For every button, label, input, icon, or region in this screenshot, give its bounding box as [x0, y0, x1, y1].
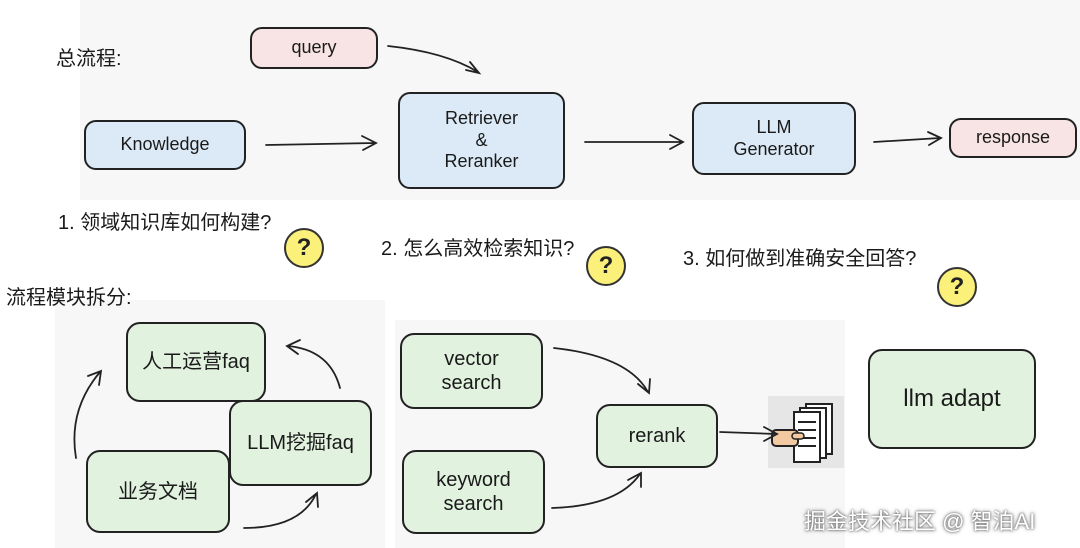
retriever-label: Retriever	[444, 108, 519, 129]
overall-flow-label: 总流程:	[56, 48, 122, 70]
watermark: 掘金技术社区 @ 智泊AI	[804, 509, 1036, 534]
rerank-label: rerank	[628, 425, 686, 447]
question-mark-icon: ?	[937, 267, 977, 307]
vector-search-label: search	[441, 372, 502, 394]
arrow-retriever-to-llm	[584, 134, 685, 150]
keyword-label: keyword	[436, 469, 511, 491]
query-node: query	[250, 27, 378, 69]
arrow-rerank-to-docs	[719, 426, 779, 442]
llm-generator-node: LLM Generator	[692, 102, 856, 175]
knowledge-node-label: Knowledge	[120, 134, 210, 155]
question-1-label: 1. 领域知识库如何构建?	[58, 212, 272, 234]
ampersand-label: &	[475, 129, 488, 150]
knowledge-node: Knowledge	[84, 120, 246, 170]
response-node: response	[949, 118, 1077, 158]
generator-label: Generator	[733, 138, 815, 159]
arrow-docs-to-llm-faq	[243, 491, 319, 529]
manual-faq-label: 人工运营faq	[142, 351, 250, 373]
arrow-llm-to-response	[873, 131, 943, 146]
llm-adapt-label: llm adapt	[903, 384, 1001, 412]
retriever-reranker-node: Retriever & Reranker	[398, 92, 565, 189]
question-mark-icon: ?	[586, 246, 626, 286]
arrow-keyword-to-rerank	[551, 471, 642, 509]
keyword-search-label: search	[443, 493, 504, 515]
modules-label: 流程模块拆分:	[6, 287, 132, 309]
rerank-node: rerank	[596, 404, 718, 468]
response-node-label: response	[975, 127, 1051, 148]
keyword-search-node: keyword search	[402, 450, 545, 534]
question-2-label: 2. 怎么高效检索知识?	[381, 238, 575, 260]
llm-faq-label: LLM挖掘faq	[247, 432, 354, 454]
top-flow-panel	[80, 0, 1080, 200]
arrow-vector-to-rerank	[553, 347, 651, 395]
hand-pointing-document-icon	[768, 396, 844, 468]
question-3-label: 3. 如何做到准确安全回答?	[683, 248, 917, 270]
query-node-label: query	[291, 37, 337, 58]
llm-label: LLM	[756, 116, 792, 137]
business-docs-node: 业务文档	[86, 450, 230, 533]
llm-adapt-node: llm adapt	[868, 349, 1036, 449]
llm-faq-node: LLM挖掘faq	[229, 400, 372, 486]
vector-search-node: vector search	[400, 333, 543, 409]
arrow-knowledge-to-retriever	[265, 135, 378, 151]
arrow-llm-faq-to-manual-faq	[285, 339, 341, 389]
vector-label: vector	[444, 348, 499, 370]
reranker-label: Reranker	[444, 151, 519, 172]
business-docs-label: 业务文档	[118, 480, 198, 503]
question-mark-icon: ?	[284, 228, 324, 268]
arrow-query-to-retriever	[387, 45, 482, 75]
arrow-docs-to-manual-faq	[73, 369, 103, 459]
manual-faq-node: 人工运营faq	[126, 322, 266, 402]
